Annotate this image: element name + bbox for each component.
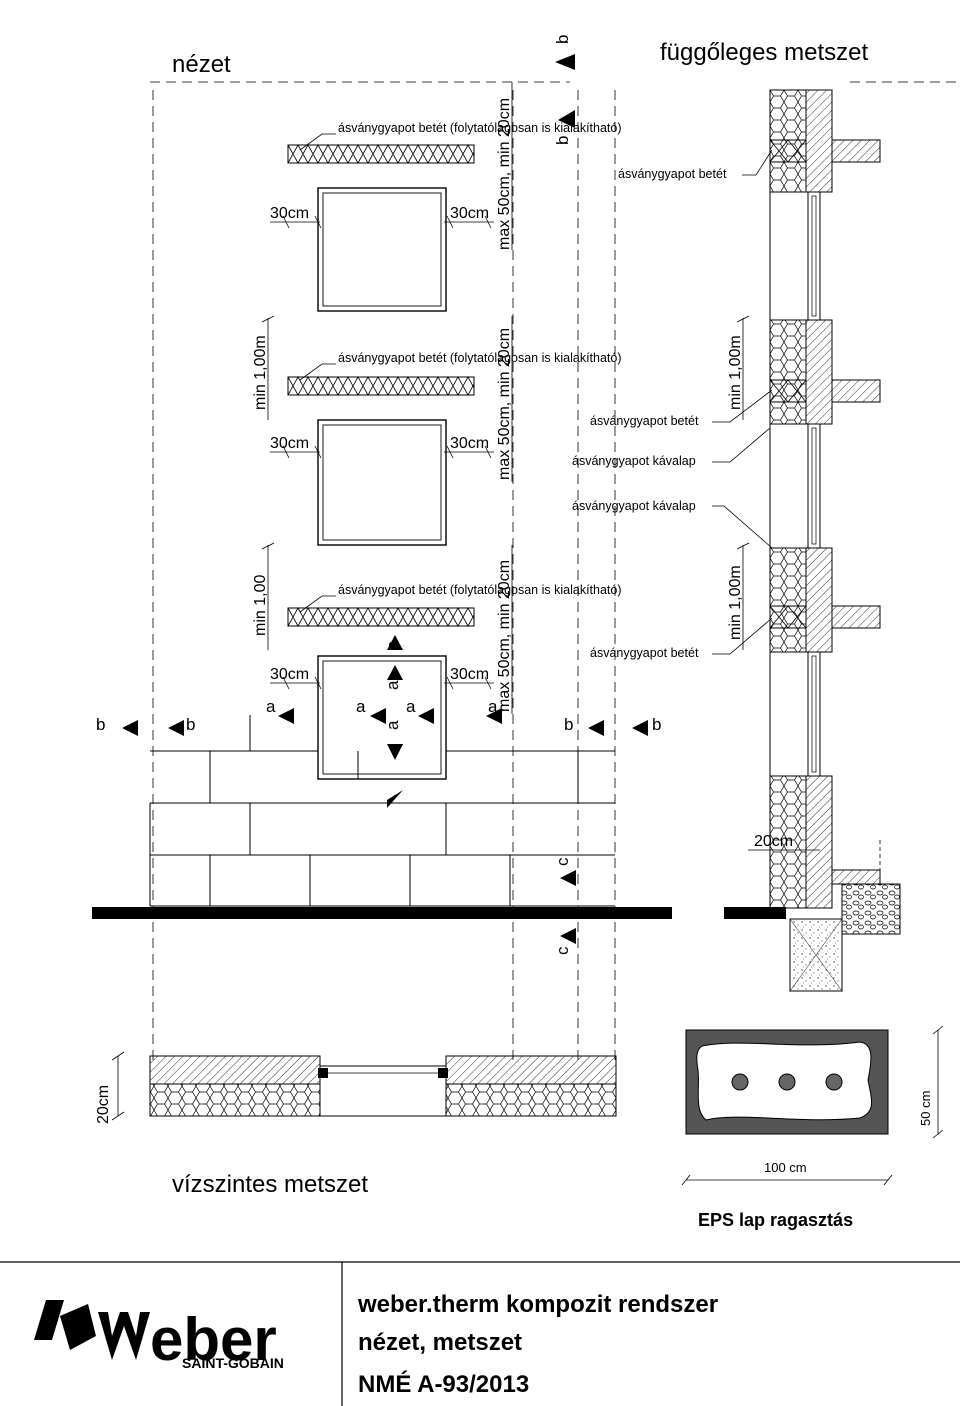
insert-strip-1: [287, 144, 475, 164]
window-bottom: [317, 655, 447, 780]
mark-b-1: b: [96, 715, 105, 734]
logo-sub: SAINT-GOBAIN: [182, 1355, 284, 1371]
dim-max50-1: max 50cm, min 20cm: [496, 98, 513, 250]
svg-text:eber: eber: [150, 1306, 277, 1373]
vertical-section-heading: függőleges metszet: [660, 39, 868, 66]
construction-lines: [150, 81, 960, 1060]
ground-line-section: [724, 907, 786, 919]
section-leaders: [712, 149, 773, 655]
mark-a-2: a: [356, 697, 366, 716]
mark-b-3: b: [564, 715, 573, 734]
ground-line-view: [92, 907, 672, 919]
mark-b-4: b: [652, 715, 661, 734]
dim-min100m-view: min 1,00m: [252, 335, 269, 410]
mark-b-2: b: [186, 715, 195, 734]
vertical-section: [769, 89, 901, 992]
title-line-1: weber.therm kompozit rendszer: [357, 1291, 718, 1318]
eps-title: EPS lap ragasztás: [698, 1210, 853, 1230]
dim-20-section: 20cm: [754, 833, 793, 850]
brick-courses: [149, 715, 615, 907]
dim-vertical-lines: [261, 82, 750, 714]
mark-c-2: c: [553, 946, 572, 955]
dim-max50-2: max 50cm, min 20cm: [496, 328, 513, 480]
mark-b-top-2: b: [553, 136, 572, 145]
dim-50cm: 50 cm: [918, 1091, 933, 1126]
window-top: [317, 187, 447, 312]
mark-a-6: a: [383, 680, 402, 690]
horizontal-section-heading: vízszintes metszet: [172, 1171, 368, 1198]
dim-30-right-2: 30cm: [450, 435, 489, 452]
dim-min100-view: min 1,00: [252, 575, 269, 636]
section-lintel-label-1: ásványgyapot kávalap: [572, 454, 696, 468]
view-heading: nézet: [172, 51, 231, 78]
dim-20-horizontal: 20cm: [95, 1085, 112, 1124]
section-insert-label-3: ásványgyapot betét: [590, 646, 699, 660]
title-line-2: nézet, metszet: [358, 1329, 522, 1356]
horizontal-section: [111, 1051, 617, 1121]
mark-a-4: a: [488, 697, 498, 716]
dim-30-right-1: 30cm: [450, 205, 489, 222]
section-insert-label-1: ásványgyapot betét: [618, 167, 727, 181]
section-letters: b b b b b b a a a a a a a c c: [96, 35, 661, 955]
dim-30-left-2: 30cm: [270, 435, 309, 452]
section-lintel-label-2: ásványgyapot kávalap: [572, 499, 696, 513]
dim-min100m-section-2: min 1,00m: [727, 565, 744, 640]
insert-continuous-label-1: ásványgyapot betét (folytatólagosan is k…: [338, 121, 622, 135]
dim-30-left-1: 30cm: [270, 205, 309, 222]
dim-max50-3: max 50cm, min 20cm: [496, 560, 513, 712]
eps-board-detail: [681, 1025, 944, 1186]
mark-b-top: b: [553, 35, 572, 44]
title-line-3: NMÉ A-93/2013: [358, 1370, 529, 1398]
insert-continuous-label-3: ásványgyapot betét (folytatólagosan is k…: [338, 583, 622, 597]
insert-continuous-label-2: ásványgyapot betét (folytatólagosan is k…: [338, 351, 622, 365]
insert-strip-3: [287, 607, 475, 627]
dim-30-right-3: 30cm: [450, 666, 489, 683]
mark-c-1: c: [553, 857, 572, 866]
mark-a-7: a: [383, 720, 402, 730]
window-middle: [317, 419, 447, 546]
mark-a-3: a: [406, 697, 416, 716]
mark-a-5: a: [383, 640, 402, 650]
dim-30-left-3: 30cm: [270, 666, 309, 683]
leader-lines: [299, 133, 336, 613]
mark-a-1: a: [266, 697, 276, 716]
dim-min100m-section-1: min 1,00m: [727, 335, 744, 410]
weber-logo: eber SAINT-GOBAIN: [34, 1300, 284, 1373]
dim-100cm: 100 cm: [764, 1160, 807, 1175]
insert-strip-2: [287, 376, 475, 396]
section-insert-label-2: ásványgyapot betét: [590, 414, 699, 428]
section-triangles: [122, 54, 648, 944]
dim-30-lines: [270, 215, 494, 690]
